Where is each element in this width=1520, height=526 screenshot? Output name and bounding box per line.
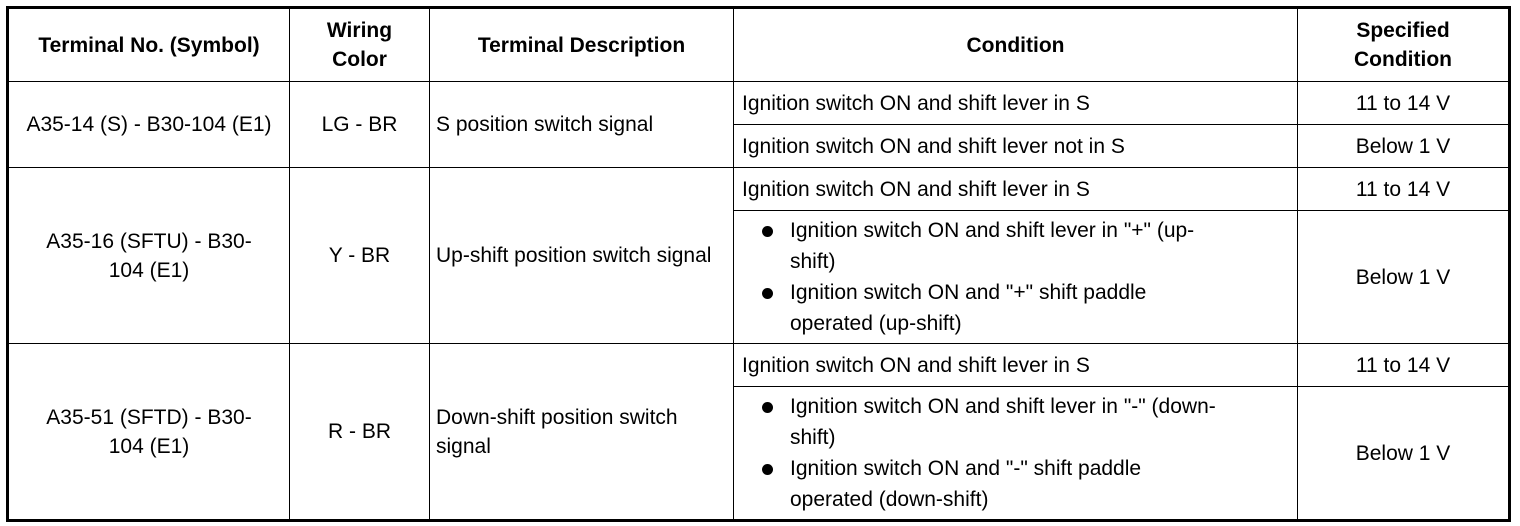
bullet-item: Ignition switch ON and "+" shift paddle …: [762, 277, 1227, 339]
header-terminal: Terminal No. (Symbol): [7, 7, 290, 82]
condition-bullet-list: Ignition switch ON and shift lever in "+…: [740, 211, 1227, 343]
header-wiring-label: Wiring Color: [326, 19, 393, 71]
terminal-label: A35-16 (SFTU) - B30-104 (E1): [46, 229, 252, 282]
specified-cell: 11 to 14 V: [1297, 343, 1510, 387]
header-specified-label: Specified Condition: [1354, 19, 1452, 71]
header-condition: Condition: [733, 7, 1298, 82]
condition-cell: Ignition switch ON and shift lever in S: [733, 343, 1298, 387]
condition-cell: Ignition switch ON and shift lever in S: [733, 167, 1298, 211]
bullet-item: Ignition switch ON and "-" shift paddle …: [762, 453, 1227, 515]
terminal-inspection-table: Terminal No. (Symbol) Wiring Color Termi…: [6, 6, 1511, 522]
bullet-dot-icon: [762, 288, 773, 299]
terminal-cell: A35-51 (SFTD) - B30-104 (E1): [7, 343, 290, 521]
table-row: A35-14 (S) - B30-104 (E1) LG - BR S posi…: [7, 81, 1510, 168]
description-label: Up-shift position switch signal: [436, 244, 712, 267]
table-row: Ignition switch ON and shift lever not i…: [8, 124, 1510, 168]
specified-cell: Below 1 V: [1297, 124, 1510, 168]
bullet-dot-icon: [762, 402, 773, 413]
specified-cell: Below 1 V: [1297, 210, 1510, 344]
terminal-label: A35-51 (SFTD) - B30-104 (E1): [46, 405, 252, 458]
bullet-text: Ignition switch ON and shift lever in "+…: [790, 219, 1195, 273]
bullet-text: Ignition switch ON and "+" shift paddle …: [790, 281, 1147, 335]
terminal-table-wrapper: Terminal No. (Symbol) Wiring Color Termi…: [6, 6, 1511, 522]
condition-cell: Ignition switch ON and shift lever in S: [733, 81, 1298, 125]
table-row: A35-16 (SFTU) - B30-104 (E1) Y - BR Up-s…: [7, 167, 1510, 344]
wiring-color-cell: LG - BR: [289, 81, 430, 168]
wiring-color-cell: R - BR: [289, 343, 430, 521]
terminal-cell: A35-16 (SFTU) - B30-104 (E1): [7, 167, 290, 344]
condition-cell: Ignition switch ON and shift lever not i…: [733, 124, 1298, 168]
header-wiring-color: Wiring Color: [289, 7, 430, 82]
specified-cell: 11 to 14 V: [1297, 81, 1510, 125]
specified-cell: 11 to 14 V: [1297, 167, 1510, 211]
header-description: Terminal Description: [429, 7, 734, 82]
terminal-cell: A35-14 (S) - B30-104 (E1): [7, 81, 290, 168]
header-row: Terminal No. (Symbol) Wiring Color Termi…: [7, 7, 1510, 82]
header-specified-condition: Specified Condition: [1297, 7, 1510, 82]
table-row: A35-51 (SFTD) - B30-104 (E1) R - BR Down…: [7, 343, 1510, 521]
wiring-color-cell: Y - BR: [289, 167, 430, 344]
bullet-dot-icon: [762, 226, 773, 237]
bullet-item: Ignition switch ON and shift lever in "+…: [762, 215, 1227, 277]
table-row: Ignition switch ON and shift lever in "+…: [8, 210, 1510, 344]
description-cell: Down-shift position switch signal: [429, 343, 734, 521]
specified-cell: Below 1 V: [1297, 386, 1510, 521]
condition-bullets-cell: Ignition switch ON and shift lever in "+…: [733, 210, 1298, 344]
table-row: Ignition switch ON and shift lever in "-…: [8, 386, 1510, 521]
condition-bullet-list: Ignition switch ON and shift lever in "-…: [740, 387, 1227, 519]
bullet-text: Ignition switch ON and shift lever in "-…: [790, 395, 1216, 449]
description-cell: S position switch signal: [429, 81, 734, 168]
condition-bullets-cell: Ignition switch ON and shift lever in "-…: [733, 386, 1298, 521]
description-cell: Up-shift position switch signal: [429, 167, 734, 344]
bullet-item: Ignition switch ON and shift lever in "-…: [762, 391, 1227, 453]
bullet-text: Ignition switch ON and "-" shift paddle …: [790, 457, 1142, 511]
bullet-dot-icon: [762, 464, 773, 475]
